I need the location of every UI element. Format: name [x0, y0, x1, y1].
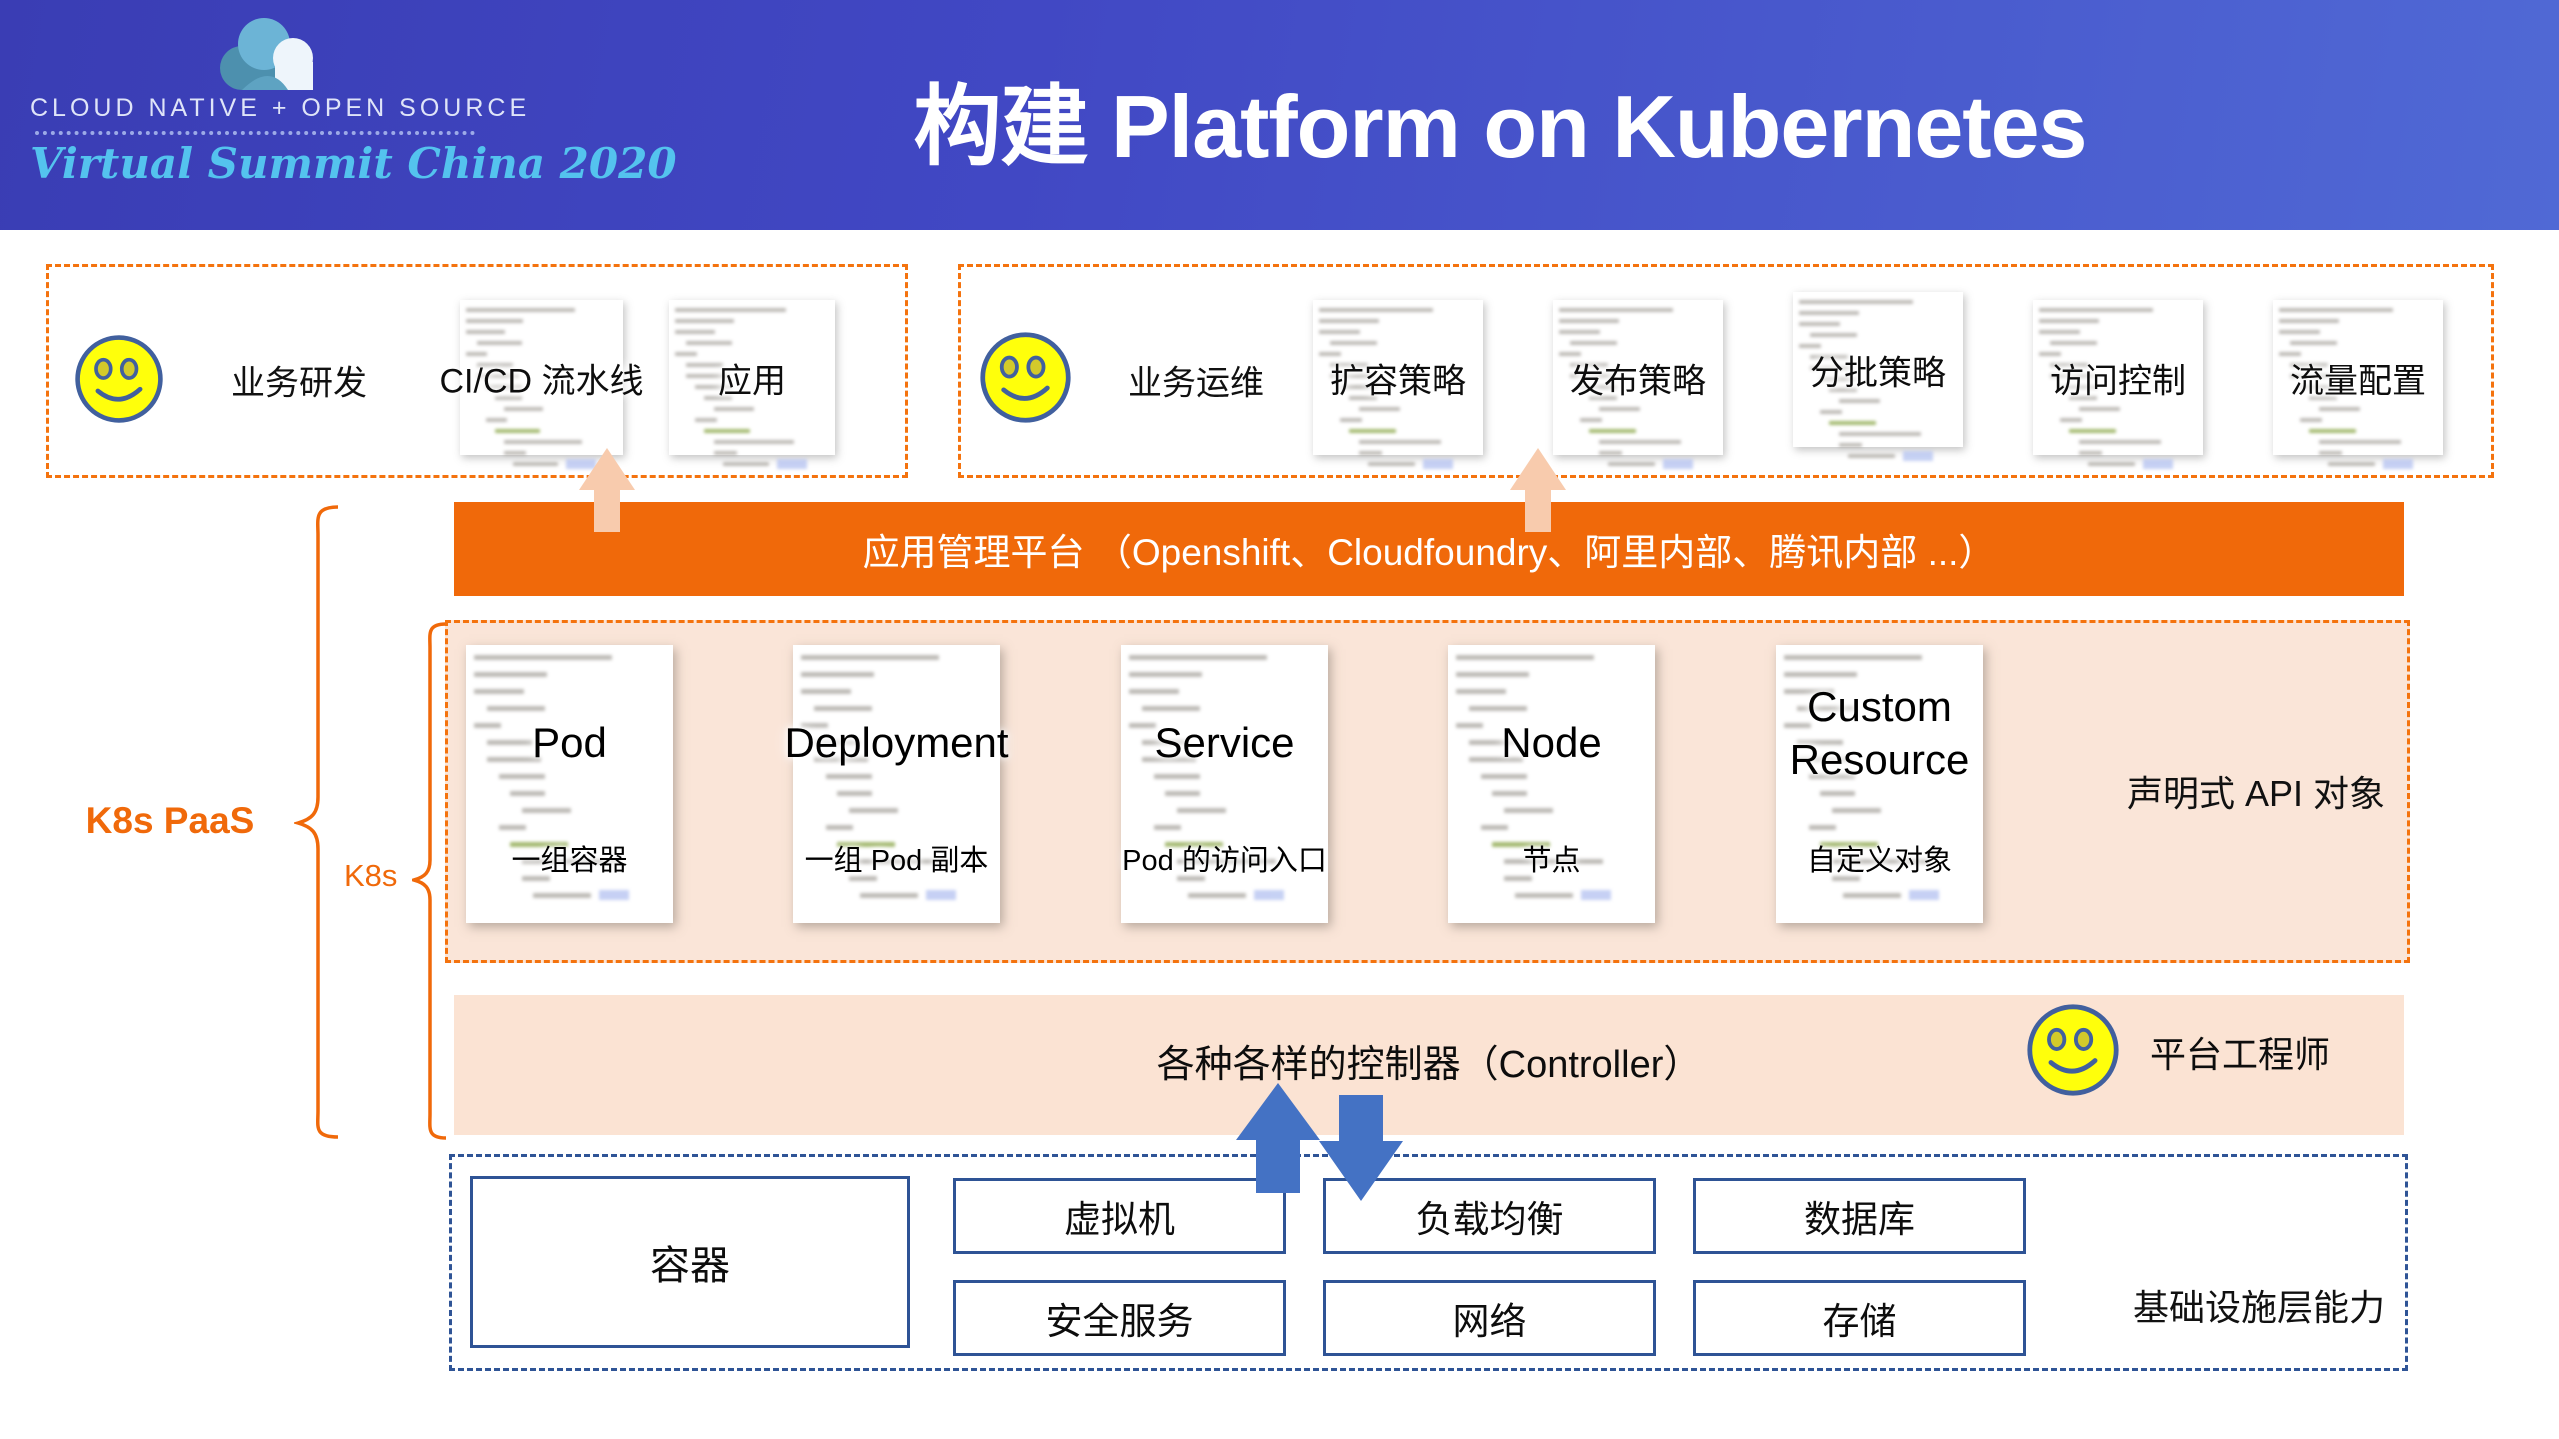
api-object-card: Pod 一组容器: [466, 645, 673, 923]
api-card-desc: Pod 的访问入口: [1122, 845, 1327, 877]
yaml-code: [1319, 308, 1477, 469]
platform-bar-label: 应用管理平台 （Openshift、Cloudfoundry、阿里内部、腾讯内部…: [862, 532, 1996, 573]
platform-engineer-label: 平台工程师: [2150, 1034, 2331, 1075]
api-card-name: Custom Resource: [1789, 683, 1970, 783]
ops-card-label: 流量配置: [2290, 362, 2426, 400]
yaml-thumbnail: 访问控制: [2033, 300, 2203, 469]
smiley-face-icon: [75, 335, 163, 423]
dev-card-label: CI/CD 流水线: [439, 362, 644, 400]
yaml-code: [1456, 655, 1647, 900]
k8s-paas-label: K8s PaaS: [85, 800, 255, 841]
dev-persona-label: 业务研发: [231, 364, 367, 403]
declarative-api-box: Pod 一组容器 Deployment 一组 Pod 副本 Service Po…: [445, 620, 2410, 963]
api-card-name: Node: [1501, 719, 1602, 766]
k8s-label: K8s: [344, 858, 398, 893]
api-card-name: Deployment: [784, 719, 1009, 766]
api-card-name: Service: [1154, 719, 1295, 766]
api-card-name: Pod: [532, 719, 607, 766]
infra-cell: 数据库: [1693, 1178, 2026, 1254]
event-logo: CLOUD NATIVE + OPEN SOURCE Virtual Summi…: [30, 10, 677, 188]
yaml-code: [1559, 308, 1717, 469]
api-object-card: Node 节点: [1448, 645, 1655, 923]
dev-persona-box: 业务研发 CI/CD 流水线 应用: [46, 264, 908, 478]
api-card-desc: 节点: [1522, 845, 1581, 877]
platform-bar: 应用管理平台 （Openshift、Cloudfoundry、阿里内部、腾讯内部…: [454, 502, 2404, 596]
api-object-card: Deployment 一组 Pod 副本: [784, 645, 1009, 923]
event-subtitle: Virtual Summit China 2020: [30, 139, 677, 188]
api-object-card: Service Pod 的访问入口: [1121, 645, 1328, 923]
curly-brace-icon: [412, 622, 447, 1140]
page-title: 构建 Platform on Kubernetes: [913, 77, 2088, 176]
event-name: CLOUD NATIVE + OPEN SOURCE: [30, 94, 531, 122]
api-object-card: Custom Resource 自定义对象: [1776, 645, 1983, 923]
up-arrow-icon: [1510, 448, 1566, 532]
yaml-thumbnail: 流量配置: [2273, 300, 2443, 469]
infra-cell: 网络: [1323, 1280, 1656, 1356]
yaml-code: [1799, 300, 1957, 461]
yaml-code: [1784, 655, 1975, 900]
header-banner: CLOUD NATIVE + OPEN SOURCE Virtual Summi…: [0, 0, 2559, 230]
controller-bar-label: 各种各样的控制器（Controller）: [1156, 1044, 1702, 1087]
yaml-thumbnail: 应用: [669, 300, 835, 469]
yaml-thumbnail: CI/CD 流水线: [440, 300, 644, 469]
up-arrow-icon: [579, 448, 635, 532]
ops-persona-label: 业务运维: [1128, 364, 1264, 403]
yaml-code: [2279, 308, 2437, 469]
infra-cell: 虚拟机: [953, 1178, 1286, 1254]
ops-card-label: 分批策略: [1810, 354, 1946, 392]
api-card-desc: 一组容器: [511, 845, 628, 877]
yaml-code: [2039, 308, 2197, 469]
yaml-code: [474, 655, 665, 900]
ops-persona-box: 业务运维 扩容策略 发布策略 分批策略 访问控制 流量配置: [958, 264, 2494, 478]
ops-card-label: 发布策略: [1570, 362, 1706, 400]
yaml-code: [675, 308, 829, 469]
infra-cell: 存储: [1693, 1280, 2026, 1356]
cloud-icon: [220, 18, 313, 90]
api-card-desc: 自定义对象: [1807, 845, 1953, 877]
yaml-thumbnail: 扩容策略: [1313, 300, 1483, 469]
infra-cell: 负载均衡: [1323, 1178, 1656, 1254]
dev-card-label: 应用: [718, 362, 786, 400]
yaml-code: [801, 655, 992, 900]
infra-cell: 安全服务: [953, 1280, 1286, 1356]
infrastructure-label: 基础设施层能力: [2132, 1287, 2385, 1328]
declarative-api-label: 声明式 API 对象: [2126, 773, 2385, 814]
smiley-face-icon: [980, 332, 1071, 423]
up-arrow-icon: [1236, 1083, 1320, 1193]
yaml-thumbnail: 发布策略: [1553, 300, 1723, 469]
dotted-divider: [35, 131, 475, 135]
yaml-code: [1129, 655, 1320, 900]
smiley-face-icon: [2027, 1004, 2119, 1096]
infra-cell-container: 容器: [470, 1176, 910, 1348]
ops-card-label: 访问控制: [2050, 362, 2186, 400]
api-card-desc: 一组 Pod 副本: [804, 845, 989, 877]
ops-card-label: 扩容策略: [1330, 362, 1466, 400]
down-arrow-icon: [1319, 1095, 1403, 1201]
yaml-thumbnail: 分批策略: [1793, 292, 1963, 461]
curly-brace-icon: [294, 505, 339, 1139]
infrastructure-box: 容器 虚拟机 负载均衡 数据库 安全服务 网络 存储 基础设施层能力: [449, 1154, 2408, 1371]
